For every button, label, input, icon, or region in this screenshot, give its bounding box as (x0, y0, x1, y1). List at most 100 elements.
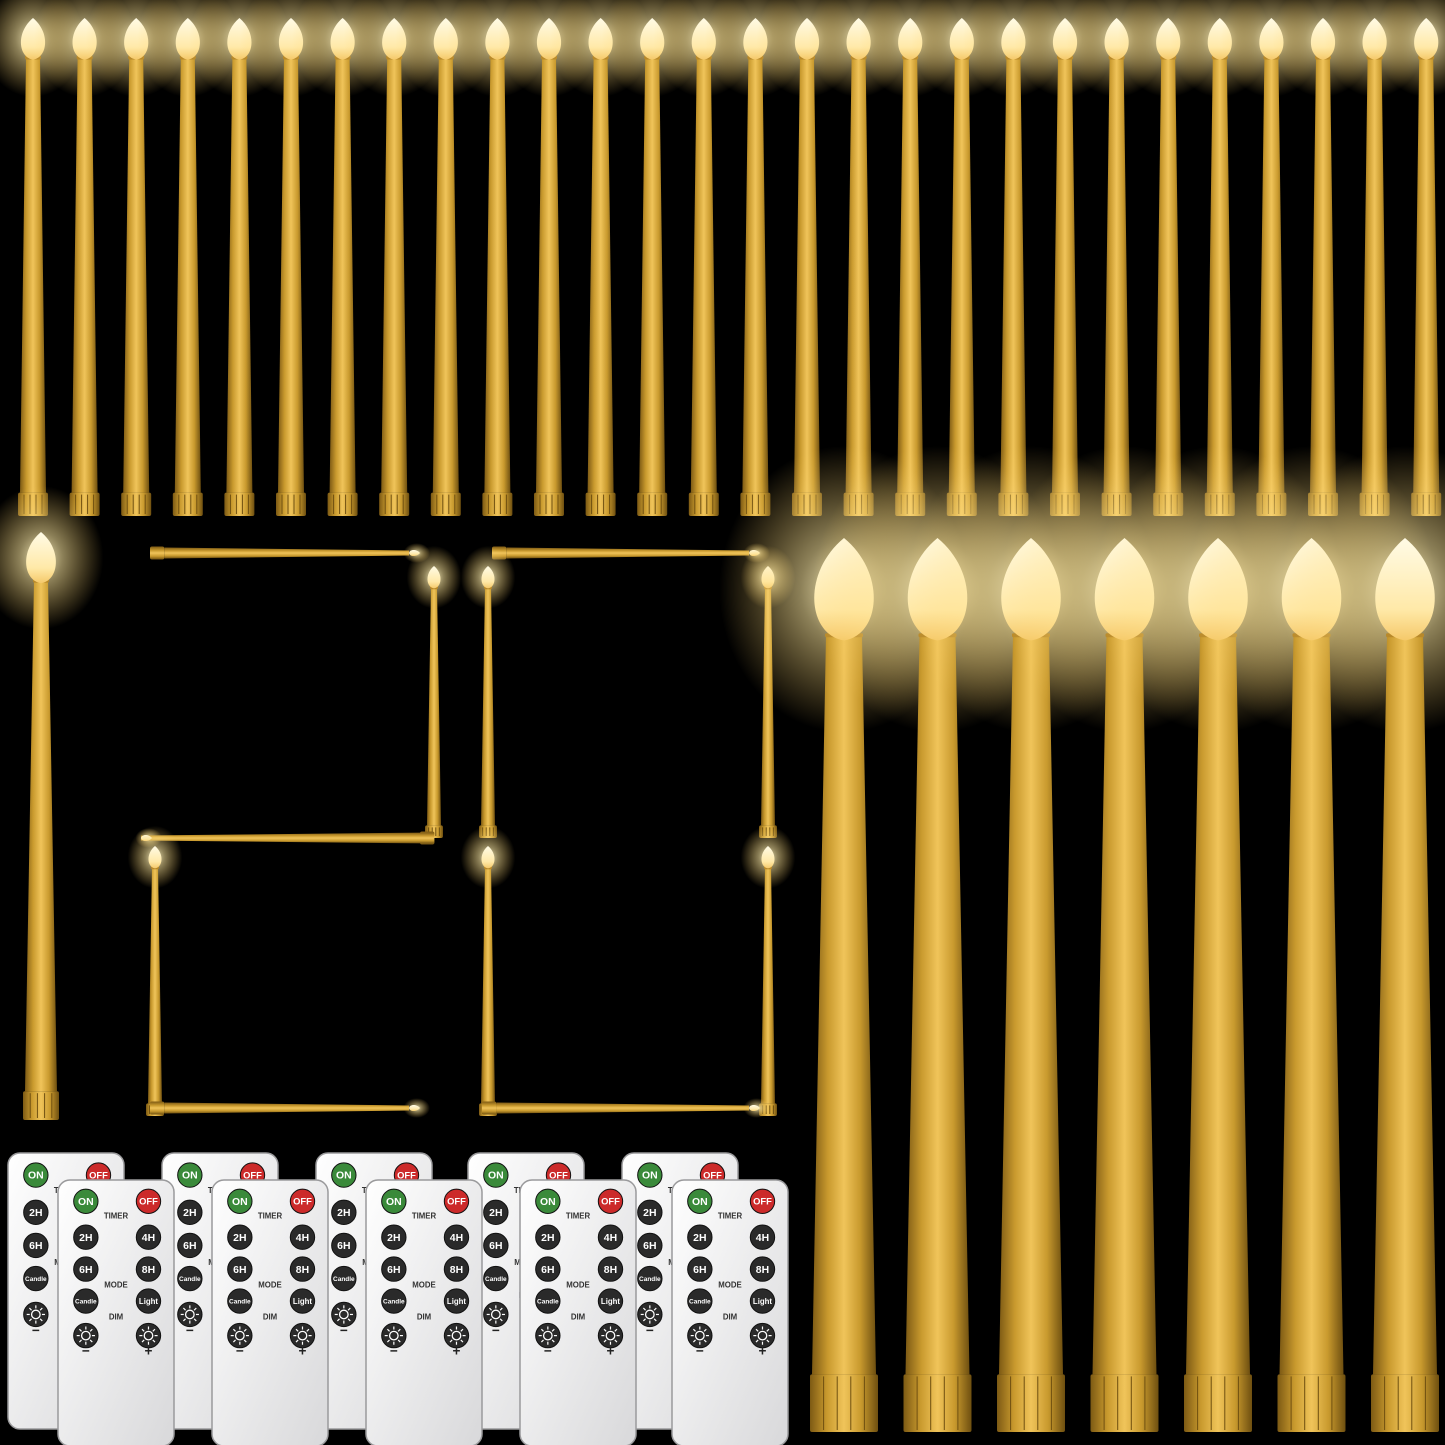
on-button[interactable] (535, 1188, 561, 1214)
timer-6h-button-label: 6H (489, 1241, 502, 1252)
timer-2h-button-label: 2H (643, 1208, 656, 1219)
off-button[interactable] (597, 1188, 624, 1214)
timer-6h-button[interactable] (637, 1232, 663, 1259)
off-button[interactable] (443, 1188, 470, 1214)
sun-ray (488, 1318, 492, 1322)
timer-6h-button-label: 6H (183, 1241, 196, 1252)
off-button[interactable] (749, 1188, 776, 1214)
timer-8h-button[interactable] (597, 1256, 624, 1282)
timer-2h-button[interactable] (23, 1199, 49, 1226)
timer-4h-button[interactable] (597, 1224, 624, 1250)
sun-ray (243, 1339, 247, 1343)
flame (1414, 18, 1439, 60)
sun-ray (193, 1318, 197, 1322)
candle-base (224, 492, 255, 516)
timer-8h-button-label: 8H (142, 1265, 155, 1276)
candle-mode-button[interactable] (73, 1288, 99, 1314)
timer-2h-button-label: 2H (337, 1208, 350, 1219)
dim-label: DIM (723, 1313, 737, 1322)
light-mode-button-label: Light (753, 1297, 773, 1306)
on-button[interactable] (637, 1162, 663, 1188)
off-button-label: OFF (549, 1169, 568, 1180)
on-button[interactable] (687, 1188, 713, 1214)
timer-4h-button[interactable] (443, 1224, 470, 1250)
sun-ray (141, 1328, 145, 1332)
timer-6h-button[interactable] (483, 1232, 509, 1259)
timer-2h-button[interactable] (381, 1224, 407, 1250)
on-button[interactable] (227, 1188, 253, 1214)
mode-label: MODE (258, 1281, 282, 1290)
candle-mode-button[interactable] (687, 1288, 713, 1314)
timer-6h-button-label: 6H (29, 1241, 42, 1252)
timer-6h-button[interactable] (381, 1256, 407, 1282)
sun-ray (141, 1339, 145, 1343)
candle-mode-button-label: Candle (75, 1298, 97, 1305)
on-button[interactable] (23, 1162, 49, 1188)
timer-2h-button[interactable] (331, 1199, 357, 1226)
timer-2h-button[interactable] (177, 1199, 203, 1226)
on-button[interactable] (331, 1162, 357, 1188)
light-mode-button[interactable] (749, 1288, 776, 1314)
candle-body (536, 57, 562, 493)
candle-body (897, 57, 924, 493)
on-button[interactable] (73, 1188, 99, 1214)
sun-icon (297, 1330, 308, 1341)
mode-label: MODE (718, 1281, 742, 1290)
candle-mode-button[interactable] (177, 1265, 203, 1292)
candle-mode-button[interactable] (227, 1288, 253, 1314)
off-button[interactable] (135, 1188, 162, 1214)
candle-mode-button[interactable] (637, 1265, 663, 1292)
candle-base (430, 492, 461, 516)
candle-mode-button[interactable] (535, 1288, 561, 1314)
sun-ray (193, 1307, 197, 1311)
plus-label: + (299, 1344, 307, 1359)
timer-6h-button[interactable] (227, 1256, 253, 1282)
timer-4h-button[interactable] (289, 1224, 316, 1250)
candle-mode-button[interactable] (23, 1265, 49, 1292)
timer-6h-button[interactable] (73, 1256, 99, 1282)
light-mode-button[interactable] (135, 1288, 162, 1314)
candle-mode-button-label: Candle (383, 1298, 405, 1305)
timer-8h-button[interactable] (443, 1256, 470, 1282)
candle-mode-button[interactable] (483, 1265, 509, 1292)
timer-6h-button[interactable] (331, 1232, 357, 1259)
candle-body (639, 57, 666, 493)
candle-body (381, 57, 408, 493)
candle-body (948, 57, 975, 493)
sun-ray (78, 1328, 82, 1332)
timer-6h-button[interactable] (535, 1256, 561, 1282)
candle-body (1310, 57, 1336, 493)
light-mode-button[interactable] (443, 1288, 470, 1314)
timer-4h-button[interactable] (135, 1224, 162, 1250)
timer-6h-button-label: 6H (387, 1265, 400, 1276)
timer-8h-button[interactable] (749, 1256, 776, 1282)
on-button[interactable] (177, 1162, 203, 1188)
timer-8h-button[interactable] (135, 1256, 162, 1282)
on-button-label: ON (540, 1197, 556, 1208)
sun-ray (397, 1328, 401, 1332)
candle-mode-button[interactable] (331, 1265, 357, 1292)
timer-2h-button[interactable] (73, 1224, 99, 1250)
candle-mode-button-label: Candle (333, 1276, 355, 1283)
on-button[interactable] (381, 1188, 407, 1214)
timer-2h-button[interactable] (687, 1224, 713, 1250)
timer-8h-button[interactable] (289, 1256, 316, 1282)
sun-ray (755, 1339, 759, 1343)
timer-2h-button[interactable] (483, 1199, 509, 1226)
candle-body (174, 57, 201, 493)
timer-6h-button[interactable] (23, 1232, 49, 1259)
timer-2h-button[interactable] (227, 1224, 253, 1250)
on-button[interactable] (483, 1162, 509, 1188)
candle-mode-button[interactable] (381, 1288, 407, 1314)
light-mode-button[interactable] (289, 1288, 316, 1314)
off-button[interactable] (289, 1188, 316, 1214)
timer-6h-button[interactable] (177, 1232, 203, 1259)
timer-2h-button[interactable] (535, 1224, 561, 1250)
timer-4h-button[interactable] (749, 1224, 776, 1250)
off-button-label: OFF (753, 1196, 772, 1207)
timer-6h-button[interactable] (687, 1256, 713, 1282)
timer-2h-button[interactable] (637, 1199, 663, 1226)
light-mode-button[interactable] (597, 1288, 624, 1314)
